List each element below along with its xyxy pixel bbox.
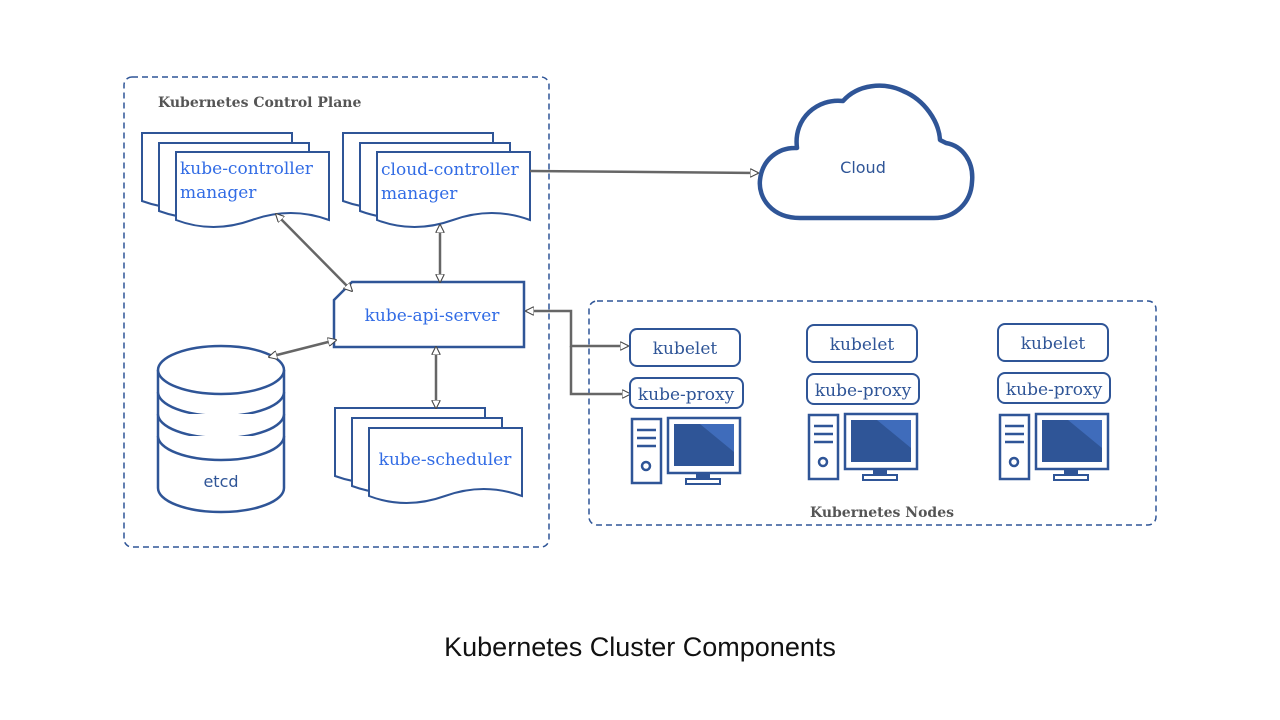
- kube-controller-manager: kube-controller manager: [141, 132, 330, 228]
- kube-controller-manager-line1: kube-controller: [180, 159, 314, 179]
- control-plane-group: [123, 76, 550, 548]
- node-1: kubelet kube-proxy: [629, 328, 744, 485]
- computer-icon: [630, 416, 742, 485]
- cloud-shape: Cloud: [757, 83, 975, 221]
- cloud-label: Cloud: [840, 158, 886, 177]
- cloud-controller-manager-line2: manager: [381, 184, 458, 204]
- connectors: [269, 171, 758, 408]
- etcd-database: etcd: [156, 344, 286, 514]
- kube-proxy-label: kube-proxy: [815, 381, 912, 401]
- kubelet-label: kubelet: [653, 339, 718, 359]
- diagram-caption: Kubernetes Cluster Components: [444, 632, 836, 662]
- kubelet-box: [997, 323, 1109, 362]
- nodes-group: [588, 300, 1157, 526]
- kube-proxy-box: [629, 377, 744, 409]
- control-plane-title: Kubernetes Control Plane: [158, 95, 361, 111]
- kube-proxy-box: [997, 372, 1111, 404]
- cloud-controller-manager: cloud-controller manager: [342, 132, 531, 228]
- arrow-etcd-api: [269, 340, 336, 357]
- etcd-label: etcd: [203, 472, 238, 491]
- kubelet-label: kubelet: [1021, 334, 1086, 354]
- arrow-cloudcontroller-cloud: [529, 171, 758, 173]
- kube-api-server-label: kube-api-server: [365, 306, 501, 326]
- kubelet-box: [629, 328, 741, 367]
- kubelet-box: [806, 324, 918, 363]
- nodes-title: Kubernetes Nodes: [810, 505, 954, 521]
- cloud-controller-manager-line1: cloud-controller: [381, 160, 520, 180]
- kube-proxy-box: [806, 373, 920, 405]
- arrow-api-kubeproxy: [569, 346, 630, 394]
- kube-proxy-label: kube-proxy: [1006, 380, 1103, 400]
- kube-controller-manager-line2: manager: [180, 183, 257, 203]
- kube-api-server: kube-api-server: [332, 280, 526, 349]
- kube-proxy-label: kube-proxy: [638, 385, 735, 405]
- computer-icon: [807, 412, 919, 481]
- kube-scheduler-label: kube-scheduler: [379, 450, 513, 470]
- kubelet-label: kubelet: [830, 335, 895, 355]
- node-2: kubelet kube-proxy: [806, 324, 920, 481]
- arrow-api-kubelet: [526, 311, 628, 346]
- arrow-controller-api: [276, 214, 352, 291]
- node-3: kubelet kube-proxy: [997, 323, 1111, 481]
- kube-scheduler: kube-scheduler: [334, 407, 523, 504]
- computer-icon: [998, 412, 1110, 481]
